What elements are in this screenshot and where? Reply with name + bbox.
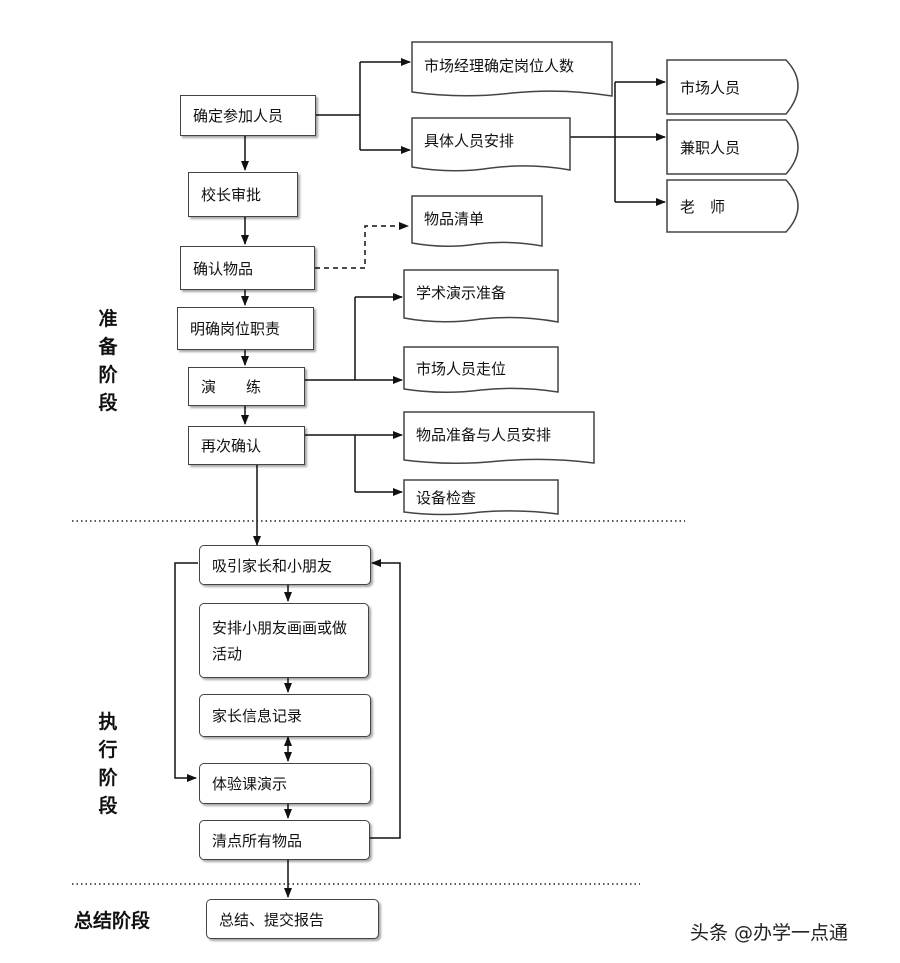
step-reconfirm: 再次确认 [188,426,305,465]
staff-part-time: 兼职人员 [680,139,740,157]
doc-boxes [403,41,613,516]
step-count-items: 清点所有物品 [199,820,370,860]
branch-staff-arrangement: 具体人员安排 [424,132,514,150]
staff-teacher: 老 师 [680,198,725,216]
step-confirm-participants: 确定参加人员 [180,95,316,136]
step-trial-class: 体验课演示 [199,763,371,804]
step-principal-approval: 校长审批 [188,172,298,217]
branch-market-walkthrough: 市场人员走位 [416,360,506,378]
step-summary-report: 总结、提交报告 [206,899,379,939]
step-confirm-items: 确认物品 [180,246,315,290]
step-drawing: 安排小朋友画画或做活动 [199,603,369,678]
phase-label-summary: 总结阶段 [74,910,151,932]
phase-label-prep: 准备阶段 [98,308,118,414]
branch-item-list: 物品清单 [424,210,484,228]
step-clarify-duties: 明确岗位职责 [177,307,314,350]
step-attract: 吸引家长和小朋友 [199,545,371,585]
staff-shapes [666,59,799,233]
staff-market: 市场人员 [680,79,740,97]
step-parent-info: 家长信息记录 [199,694,371,737]
step-rehearsal: 演 练 [188,367,305,406]
branch-items-and-staff: 物品准备与人员安排 [416,426,551,444]
branch-market-manager: 市场经理确定岗位人数 [424,57,574,75]
branch-equipment-check: 设备检查 [416,489,476,507]
watermark-text: 头条 @办学一点通 [690,922,849,944]
branch-academic-demo: 学术演示准备 [416,284,506,302]
phase-label-exec: 执行阶段 [98,711,118,817]
